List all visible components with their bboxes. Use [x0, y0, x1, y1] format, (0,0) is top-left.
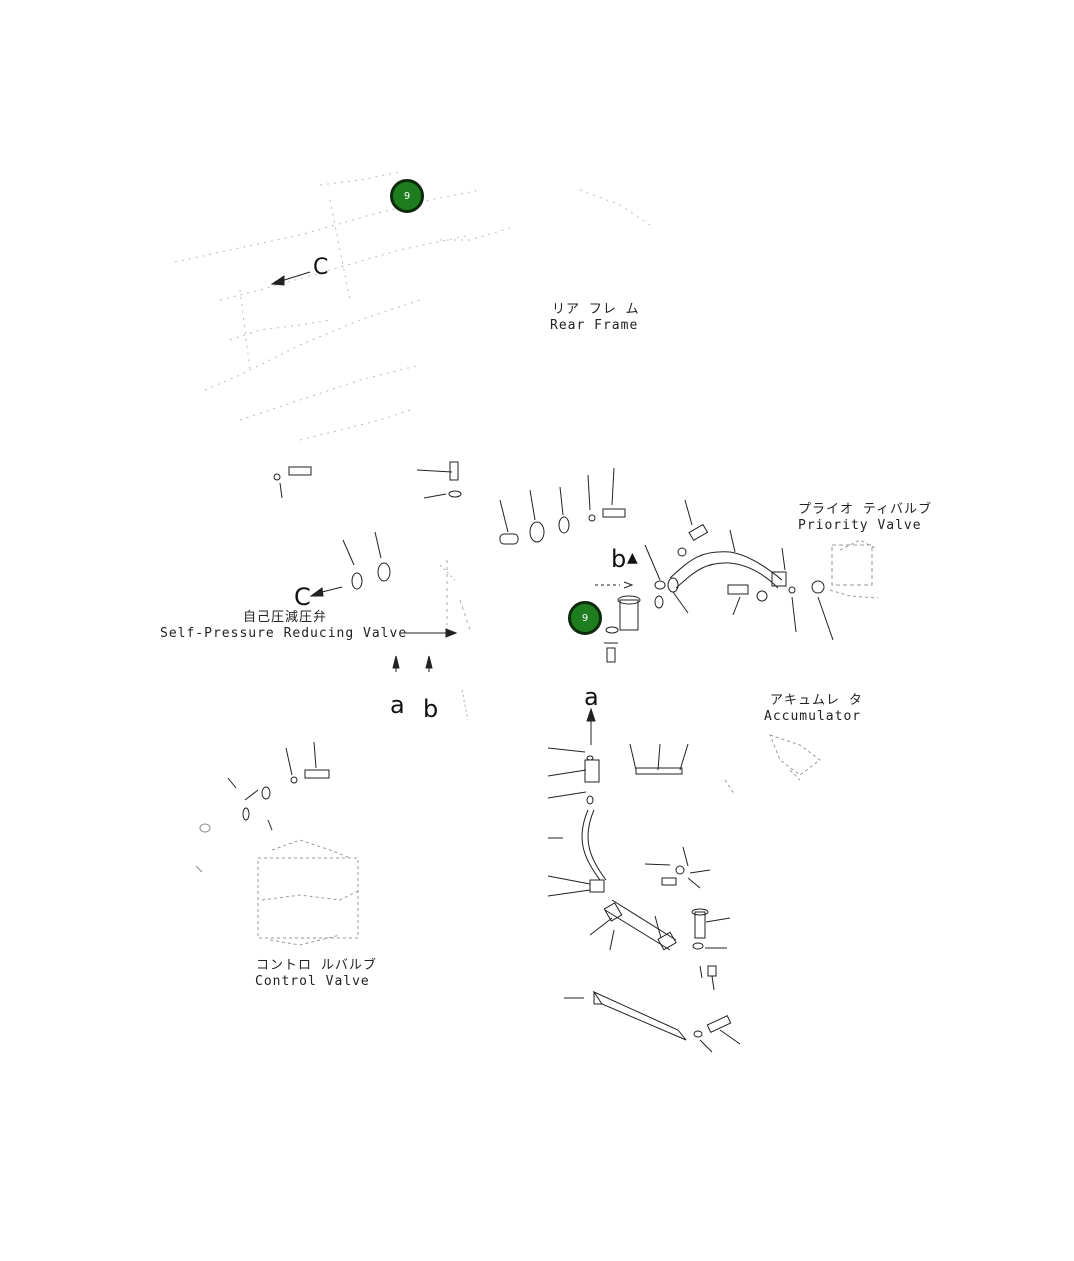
bracket-plate — [564, 990, 741, 1053]
marker-9-top[interactable]: 9 — [390, 179, 424, 213]
view-letter-c-mid: C — [294, 583, 311, 611]
filter-assembly — [595, 581, 641, 663]
control-valve-label: Control Valve — [255, 974, 370, 989]
control-valve-label-jp: コントロ ルバルブ — [256, 958, 377, 973]
bolt-group-right — [644, 846, 731, 991]
left-bolt-group — [273, 461, 462, 499]
self-pressure-label: Self-Pressure Reducing Valve — [160, 626, 408, 641]
arrow-c-top — [270, 271, 311, 286]
priority-pipe — [644, 499, 834, 641]
control-valve-body — [257, 839, 361, 946]
marker-9-center[interactable]: 9 — [568, 601, 602, 635]
view-letter-b-left: b — [423, 695, 439, 723]
priority-valve-body — [829, 539, 879, 599]
view-letter-b-right: b — [611, 545, 627, 573]
arrow-a-right — [586, 707, 596, 745]
faded-marks — [439, 564, 469, 721]
priority-valve-label: Priority Valve — [798, 518, 922, 533]
rear-frame-sketch — [174, 171, 651, 441]
priority-valve-label-jp: プライオ ティバルブ — [798, 502, 933, 517]
arrow-b-right-icon: ▲ — [627, 550, 638, 566]
self-pressure-leader — [400, 560, 471, 638]
view-letter-a-right: a — [584, 683, 599, 711]
self-pressure-label-jp: 自己圧減圧弁 — [243, 610, 328, 625]
center-fittings-row — [499, 467, 626, 545]
accumulator-label-jp: アキュムレ タ — [770, 693, 863, 708]
accumulator-label: Accumulator — [764, 709, 862, 724]
rear-frame-label: Rear Frame — [550, 318, 639, 333]
washer-group-left — [309, 531, 391, 597]
view-letter-c-top: C — [313, 255, 329, 280]
lower-hose-assembly — [547, 743, 689, 951]
view-letter-a-left: a — [390, 691, 405, 719]
control-valve-parts — [195, 741, 330, 873]
arrows-ab-left — [392, 655, 433, 672]
rear-frame-label-jp: リア フレ ム — [552, 302, 640, 317]
accumulator-sketch — [724, 734, 821, 796]
